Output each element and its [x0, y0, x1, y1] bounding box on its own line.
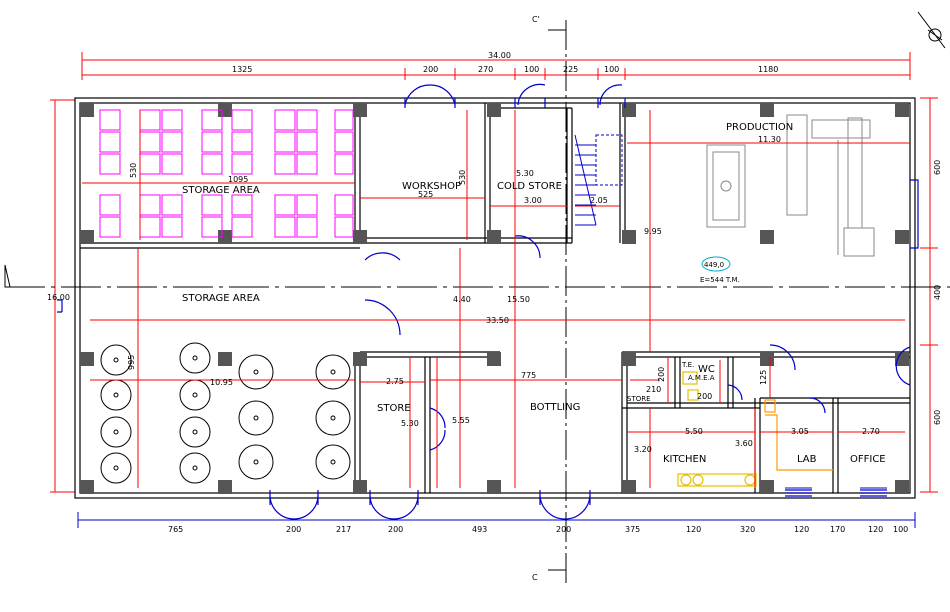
- dim-long: 33.50: [486, 316, 509, 325]
- left-dimension: [50, 99, 75, 493]
- dim-bottom-13: 100: [893, 525, 908, 534]
- doors: [57, 83, 919, 520]
- dim-top-7: 1180: [758, 65, 778, 74]
- dim-bottom-3: 217: [336, 525, 351, 534]
- dim-lower-height: 995: [127, 355, 136, 370]
- room-te: T.E.: [681, 361, 694, 369]
- lab-counter: [764, 399, 833, 471]
- dim-cold-width: 3.00: [524, 196, 542, 205]
- room-amea: A.M.E.A: [688, 374, 715, 382]
- dim-top-total: 34.00: [488, 51, 511, 60]
- dim-workshop-width: 525: [418, 190, 433, 199]
- dim-bottom-10: 120: [794, 525, 809, 534]
- dim-store-width: 2.75: [386, 377, 404, 386]
- storage-racks-top: [99, 109, 354, 238]
- dim-bottom-5: 493: [472, 525, 487, 534]
- dim-office-width: 2.70: [862, 427, 880, 436]
- dim-bottom-6: 200: [556, 525, 571, 534]
- dim-lab-width: 3.05: [791, 427, 809, 436]
- dim-production-height: 9.95: [644, 227, 662, 236]
- section-arrow-left: [4, 264, 11, 288]
- level-marker-value: 449,0: [704, 261, 724, 269]
- dim-production-width: 11.30: [758, 135, 781, 144]
- dim-top-4: 100: [524, 65, 539, 74]
- dim-store-height-2: 5.55: [452, 416, 470, 425]
- dim-storage-height: 530: [129, 163, 138, 178]
- level-marker-note: E=544 T.M.: [700, 276, 740, 284]
- bottom-dimension-chain: [77, 512, 916, 528]
- dim-right-bottom: 600: [933, 410, 942, 425]
- dim-bottom-2: 200: [286, 525, 301, 534]
- room-storage-mid: STORAGE AREA: [182, 293, 260, 304]
- room-workshop: WORKSHOP: [402, 181, 461, 192]
- dim-left-total: 16.00: [47, 293, 70, 302]
- dim-wc-width: 210: [646, 385, 661, 394]
- dim-bottom-4: 200: [388, 525, 403, 534]
- dim-kitchen-height-2: 3.60: [735, 439, 753, 448]
- room-lab: LAB: [797, 454, 817, 465]
- dim-wc-height-2: 200: [697, 392, 712, 401]
- interior-walls: [80, 103, 910, 493]
- structural-columns: [80, 103, 909, 494]
- dim-lower-width: 10.95: [210, 378, 233, 387]
- section-mark-bottom: C: [532, 573, 538, 582]
- section-mark-top: C': [532, 15, 540, 24]
- dim-kitchen-height: 3.20: [634, 445, 652, 454]
- north-arrow-icon: [917, 11, 946, 49]
- room-wc: WC: [698, 364, 715, 375]
- dim-bottom-8: 120: [686, 525, 701, 534]
- dim-wc-height-1: 200: [657, 367, 666, 382]
- dim-cold-height: 5.30: [516, 169, 534, 178]
- dim-bottom-1: 765: [168, 525, 183, 534]
- dim-workshop-height: 530: [458, 170, 467, 185]
- dim-storage-width: 1095: [228, 175, 248, 184]
- dim-top-3: 270: [478, 65, 493, 74]
- dim-bottom-12: 120: [868, 525, 883, 534]
- room-cold-store: COLD STORE: [497, 181, 562, 192]
- dim-kitchen-width: 5.50: [685, 427, 703, 436]
- room-production: PRODUCTION: [726, 122, 793, 133]
- room-kitchen: KITCHEN: [663, 454, 706, 465]
- dim-hall-height: 125: [759, 370, 768, 385]
- dim-store-height: 5.30: [401, 419, 419, 428]
- production-equipment: [706, 114, 875, 257]
- tanks-lower-storage: [100, 342, 351, 484]
- dim-top-5: 225: [563, 65, 578, 74]
- dim-stair-width: 2.05: [590, 196, 608, 205]
- dim-top-2: 200: [423, 65, 438, 74]
- dim-bottom-11: 170: [830, 525, 845, 534]
- dim-top-6: 100: [604, 65, 619, 74]
- dim-bottling-width: 775: [521, 371, 536, 380]
- dim-bottom-9: 320: [740, 525, 755, 534]
- room-store: STORE: [377, 403, 411, 414]
- dim-bottom-7: 375: [625, 525, 640, 534]
- dim-mid-height-2: 15.50: [507, 295, 530, 304]
- top-dimension-chain: [81, 52, 911, 80]
- interior-dimension-lines: [82, 110, 910, 488]
- dim-right-mid: 400: [933, 285, 942, 300]
- dim-top-1: 1325: [232, 65, 252, 74]
- room-office: OFFICE: [850, 454, 886, 465]
- room-bottling: BOTTLING: [530, 402, 580, 413]
- room-store-small: STORE: [627, 395, 651, 403]
- dim-mid-height: 4.40: [453, 295, 471, 304]
- dim-right-top: 600: [933, 160, 942, 175]
- right-dimension: [920, 97, 938, 493]
- room-storage-top: STORAGE AREA: [182, 185, 260, 196]
- stairs: [574, 134, 623, 226]
- level-marker: [701, 256, 731, 272]
